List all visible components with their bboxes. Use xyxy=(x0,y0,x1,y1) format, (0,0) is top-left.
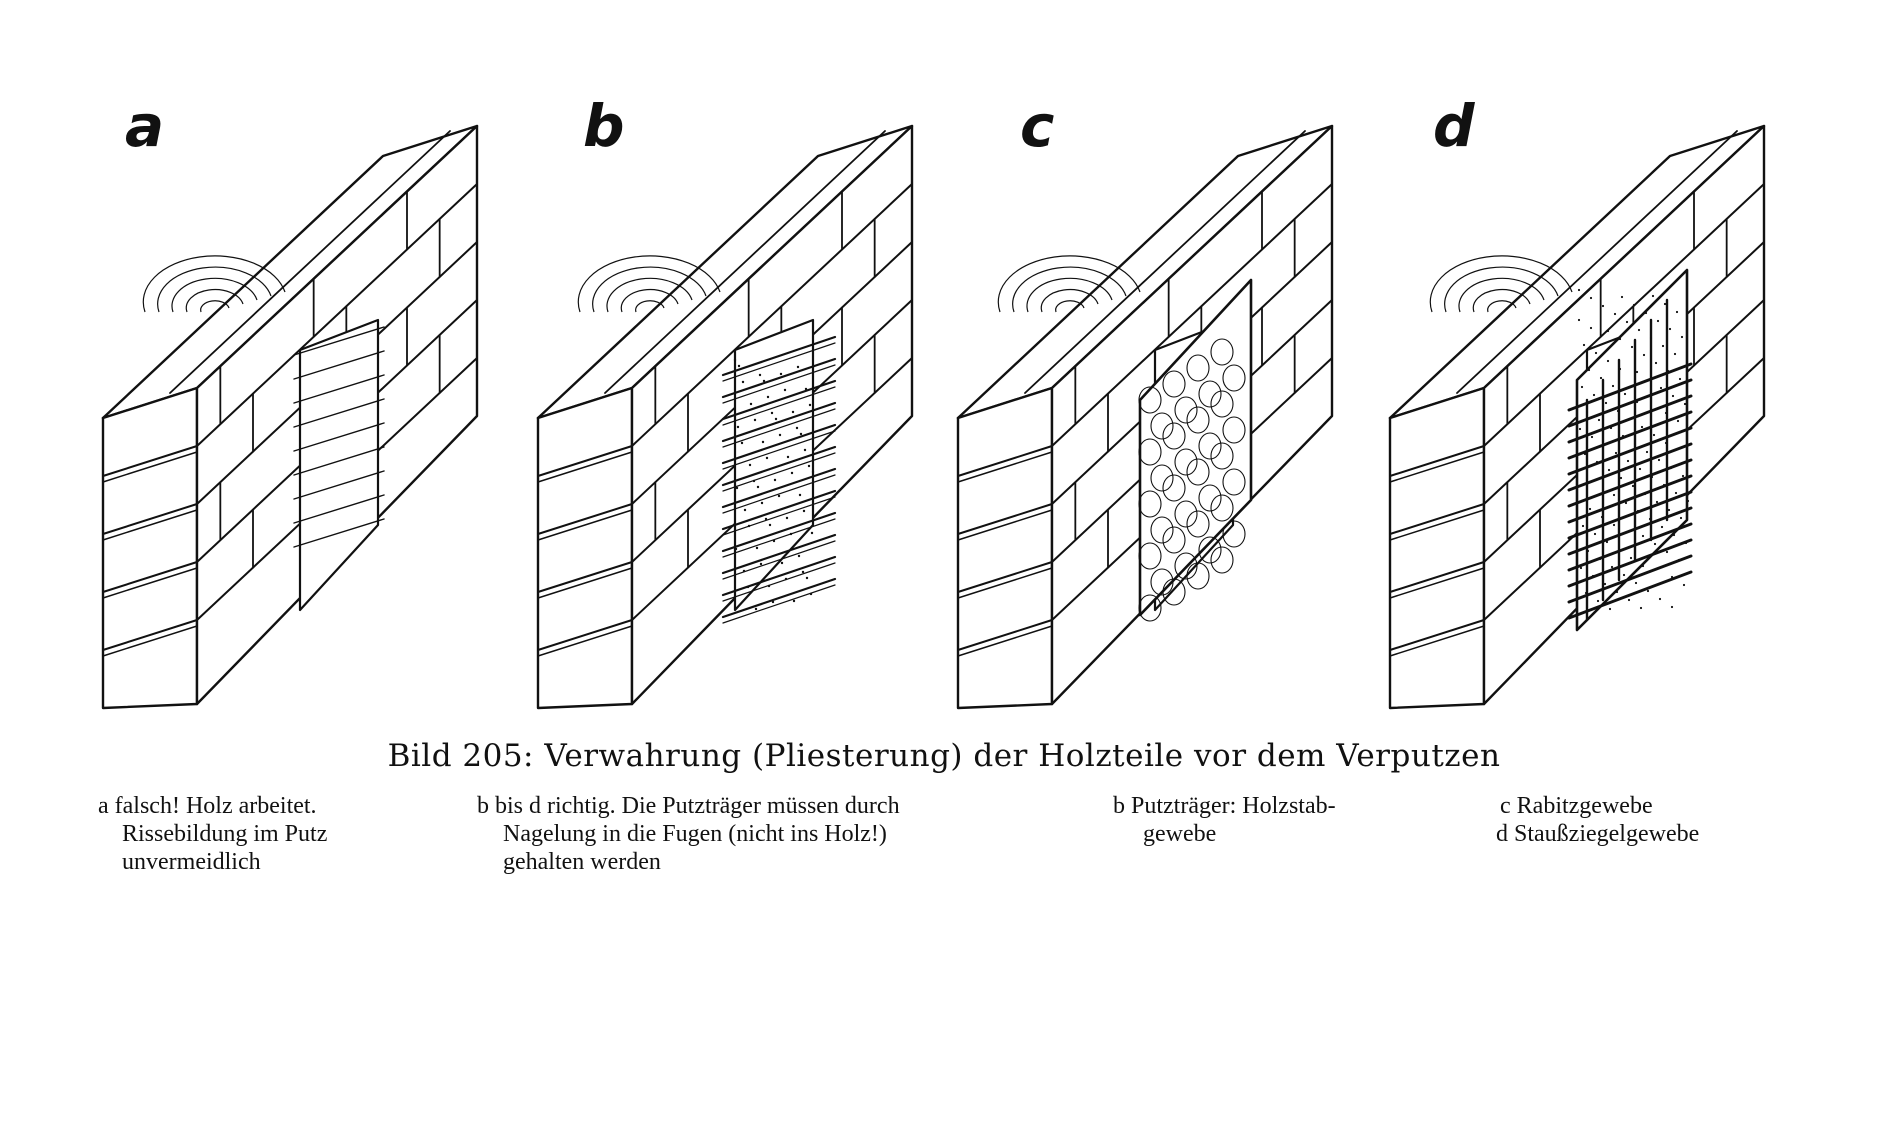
legend-b-d: b bis d richtig. Die Putzträger müssen d… xyxy=(477,792,900,876)
legend-cd-line-2: d Staußziegelgewebe xyxy=(1496,821,1700,847)
wall-drawing-b xyxy=(536,124,914,710)
panel-label-c: c xyxy=(1020,92,1055,160)
wall-drawing-a xyxy=(101,124,479,710)
legend-b-line-1: b Putzträger: Holzstab- xyxy=(1113,793,1336,819)
panel-label-d: d xyxy=(1433,92,1475,160)
legend-cd-line-1: c Rabitzgewebe xyxy=(1500,793,1653,819)
legend-a-line-1: a falsch! Holz arbeitet. xyxy=(98,793,317,819)
panel-label-b: b xyxy=(583,92,625,160)
legend-a-line-3: unvermeidlich xyxy=(122,849,261,875)
figure-caption: Bild 205: Verwahrung (Pliesterung) der H… xyxy=(387,738,1501,774)
legend-bd-line-3: gehalten werden xyxy=(503,849,661,875)
legend-bd-line-2: Nagelung in die Fugen (nicht ins Holz!) xyxy=(503,821,887,847)
legend-c-d: c Rabitzgewebe d Staußziegelgewebe xyxy=(1496,792,1699,848)
wall-drawing-c xyxy=(956,124,1334,710)
panel-label-a: a xyxy=(125,92,165,160)
legend-b-line-2: gewebe xyxy=(1143,821,1217,847)
wall-drawing-d xyxy=(1388,124,1766,710)
legend-b: b Putzträger: Holzstab- gewebe xyxy=(1113,792,1336,848)
legend-a-line-2: Rissebildung im Putz xyxy=(122,821,328,847)
legend-bd-line-1: b bis d richtig. Die Putzträger müssen d… xyxy=(477,793,900,819)
legend-a: a falsch! Holz arbeitet. Rissebildung im… xyxy=(98,792,327,876)
